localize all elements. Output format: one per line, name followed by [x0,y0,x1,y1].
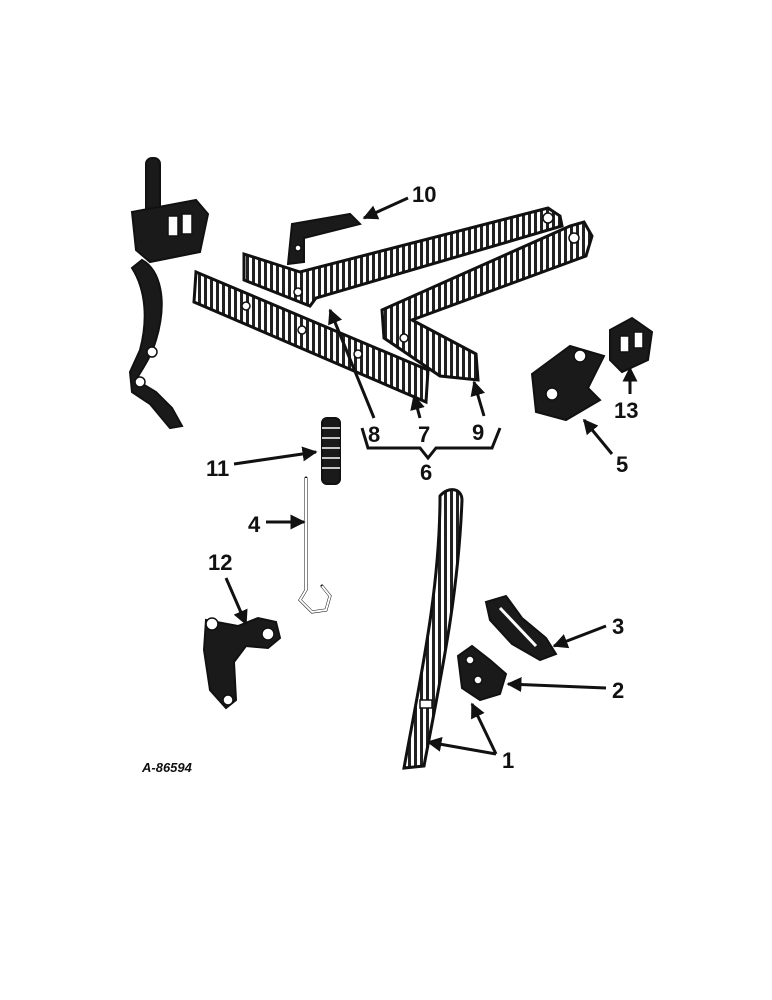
part-11-stud [321,417,341,485]
part-8-bar [242,206,564,308]
callout-9: 9 [472,420,484,445]
leader-lines [224,196,638,756]
callout-4: 4 [248,512,261,537]
callout-2: 2 [612,678,624,703]
callout-6: 6 [420,460,432,485]
part-7-bar [192,269,430,405]
callout-1: 1 [502,748,514,773]
part-4-jbolt [298,476,332,614]
part-9-bar [380,220,594,382]
drawing-reference: A-86594 [141,760,193,775]
callout-13: 13 [614,398,638,423]
callout-7: 7 [418,422,430,447]
callout-12: 12 [208,550,232,575]
part-12-bracket [202,616,282,710]
part-13-plate [609,316,654,374]
part-10-bracket [286,212,362,266]
part-1-shank [402,488,464,770]
part-2-clip [456,644,508,702]
callout-10: 10 [412,182,436,207]
callout-labels: 10 8 7 9 6 5 13 11 4 12 3 2 1 A-86594 [141,182,638,775]
callout-3: 3 [612,614,624,639]
standard-assembly [128,157,210,430]
callout-5: 5 [616,452,628,477]
part-3-sweep [484,594,558,662]
part-5-clamp [530,344,606,422]
callout-11: 11 [206,456,229,481]
callout-8: 8 [368,422,380,447]
